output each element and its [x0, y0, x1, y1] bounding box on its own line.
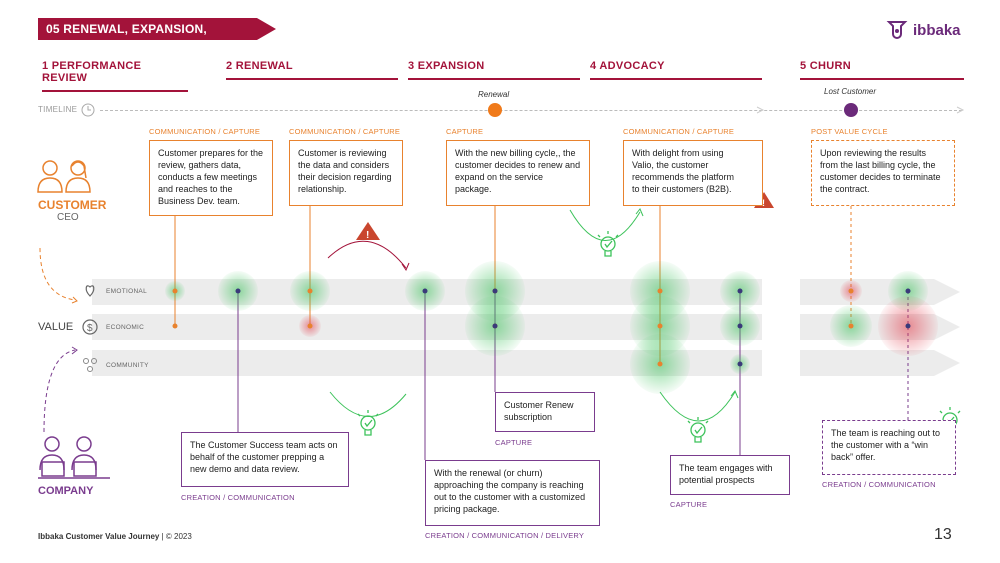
company-step-box: With the renewal (or churn) approaching …	[425, 460, 600, 526]
stage-advocacy: 4 ADVOCACY	[590, 60, 762, 80]
stage-expansion: 3 EXPANSION	[408, 60, 580, 80]
stage-performance-review: 1 PERFORMANCE REVIEW	[42, 60, 188, 92]
company-step-tag: CREATION / COMMUNICATION / DELIVERY	[425, 531, 585, 540]
company-step-tag: CAPTURE	[495, 438, 533, 447]
renewal-risk-arrow	[327, 240, 407, 269]
customer-step-tag: CAPTURE	[446, 127, 484, 136]
company-step-box: The Customer Success team acts on behalf…	[181, 432, 349, 487]
stage-churn: 5 CHURN	[800, 60, 964, 80]
customer-role-label: CEO	[57, 212, 79, 223]
customer-step-tag: COMMUNICATION / CAPTURE	[623, 127, 735, 136]
customer-step-box: With the new billing cycle,, the custome…	[446, 140, 590, 206]
ibbaka-logo-icon	[886, 21, 908, 39]
customer-step-box: Customer is reviewing the data and consi…	[289, 140, 403, 206]
warning-icon: !	[356, 222, 380, 241]
company-icon	[38, 436, 110, 479]
community-icon	[83, 358, 97, 372]
band-community	[92, 350, 960, 376]
svg-text:$: $	[87, 323, 93, 334]
expansion-success-arrow	[569, 209, 641, 241]
brand-name: ibbaka	[913, 21, 961, 39]
timeline-event-renewal: Renewal	[478, 90, 510, 99]
timeline-clock-icon	[81, 103, 95, 117]
dollar-icon: $	[82, 319, 98, 335]
customer-step-tag: POST VALUE CYCLE	[811, 127, 888, 136]
stage-renewal: 2 RENEWAL	[226, 60, 398, 80]
footer-copyright: | © 2023	[161, 532, 192, 541]
value-label: VALUE	[38, 321, 74, 333]
value-bubbles	[165, 261, 938, 394]
lightbulb-icon	[357, 410, 379, 436]
heart-icon	[85, 285, 95, 297]
customer-step-box: Upon reviewing the results from the last…	[811, 140, 955, 206]
company-step-box: The team engages with potential prospect…	[670, 455, 790, 495]
footer: Ibbaka Customer Value Journey | © 2023	[38, 532, 192, 541]
company-step-box: The team is reaching out to the customer…	[822, 420, 956, 475]
svg-text:!: !	[762, 198, 765, 208]
company-to-value-connector	[43, 349, 76, 433]
timeline-label: TIMELINE	[38, 105, 78, 114]
band-economic	[92, 314, 960, 340]
value-row-emotional: EMOTIONAL	[106, 288, 147, 295]
customer-to-value-connector	[39, 247, 76, 301]
customer-step-box: Customer prepares for the review, gather…	[149, 140, 273, 216]
page-number: 13	[934, 526, 952, 543]
lightbulb-icon	[597, 231, 619, 257]
customer-step-tag: COMMUNICATION / CAPTURE	[289, 127, 401, 136]
ibbaka-logo: ibbaka	[886, 18, 961, 42]
company-label: COMPANY	[38, 485, 94, 497]
company-step-box: Customer Renew subscription	[495, 392, 595, 432]
section-title: 05 RENEWAL, EXPANSION, ADVOCACY	[38, 22, 207, 58]
company-step-tag: CREATION / COMMUNICATION	[181, 493, 295, 502]
company-step-tag: CAPTURE	[670, 500, 708, 509]
timeline-marker-lost-customer	[844, 103, 858, 117]
timeline-marker-renewal	[488, 103, 502, 117]
footer-title: Ibbaka Customer Value Journey	[38, 532, 160, 541]
value-row-community: COMMUNITY	[106, 362, 149, 369]
touchpoint-dots	[172, 288, 911, 367]
advocacy-success-arrow	[659, 391, 736, 422]
timeline-event-lost-customer: Lost Customer	[824, 87, 877, 96]
section-tag: 05 RENEWAL, EXPANSION, ADVOCACY	[38, 18, 276, 40]
svg-text:!: !	[366, 230, 369, 241]
customer-step-tag: COMMUNICATION / CAPTURE	[149, 127, 261, 136]
customer-icon	[37, 160, 91, 193]
lightbulb-icon	[687, 417, 709, 443]
customer-step-box: With delight from using Valio, the custo…	[623, 140, 763, 206]
customer-label: CUSTOMER	[38, 198, 107, 212]
value-row-economic: ECONOMIC	[106, 324, 145, 331]
company-step-tag: CREATION / COMMUNICATION	[822, 480, 936, 489]
timeline-line	[100, 110, 962, 111]
